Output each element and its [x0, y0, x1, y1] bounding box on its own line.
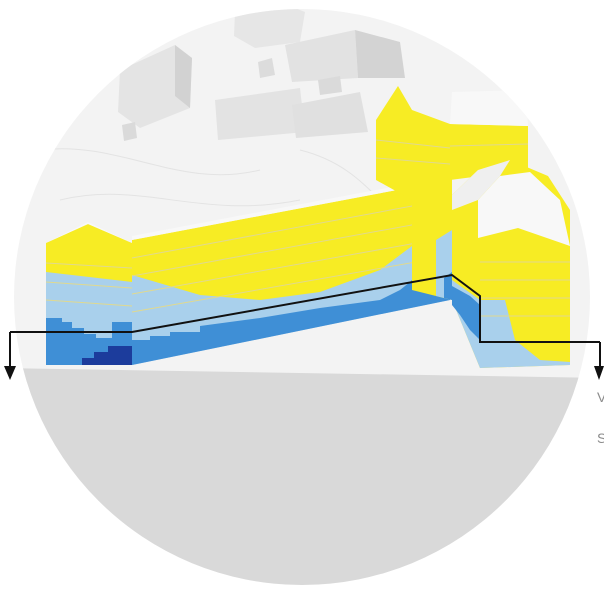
roof-white	[450, 90, 528, 126]
building-left	[46, 222, 132, 365]
context-building	[122, 122, 137, 141]
building-right	[452, 160, 570, 368]
context-building	[234, 2, 305, 48]
section-cut-ground	[0, 368, 604, 589]
edge-label-top: V	[597, 390, 604, 404]
arrow-down-icon	[594, 366, 604, 380]
edge-label-bottom: S	[597, 431, 604, 445]
arrow-down-icon	[4, 366, 16, 380]
